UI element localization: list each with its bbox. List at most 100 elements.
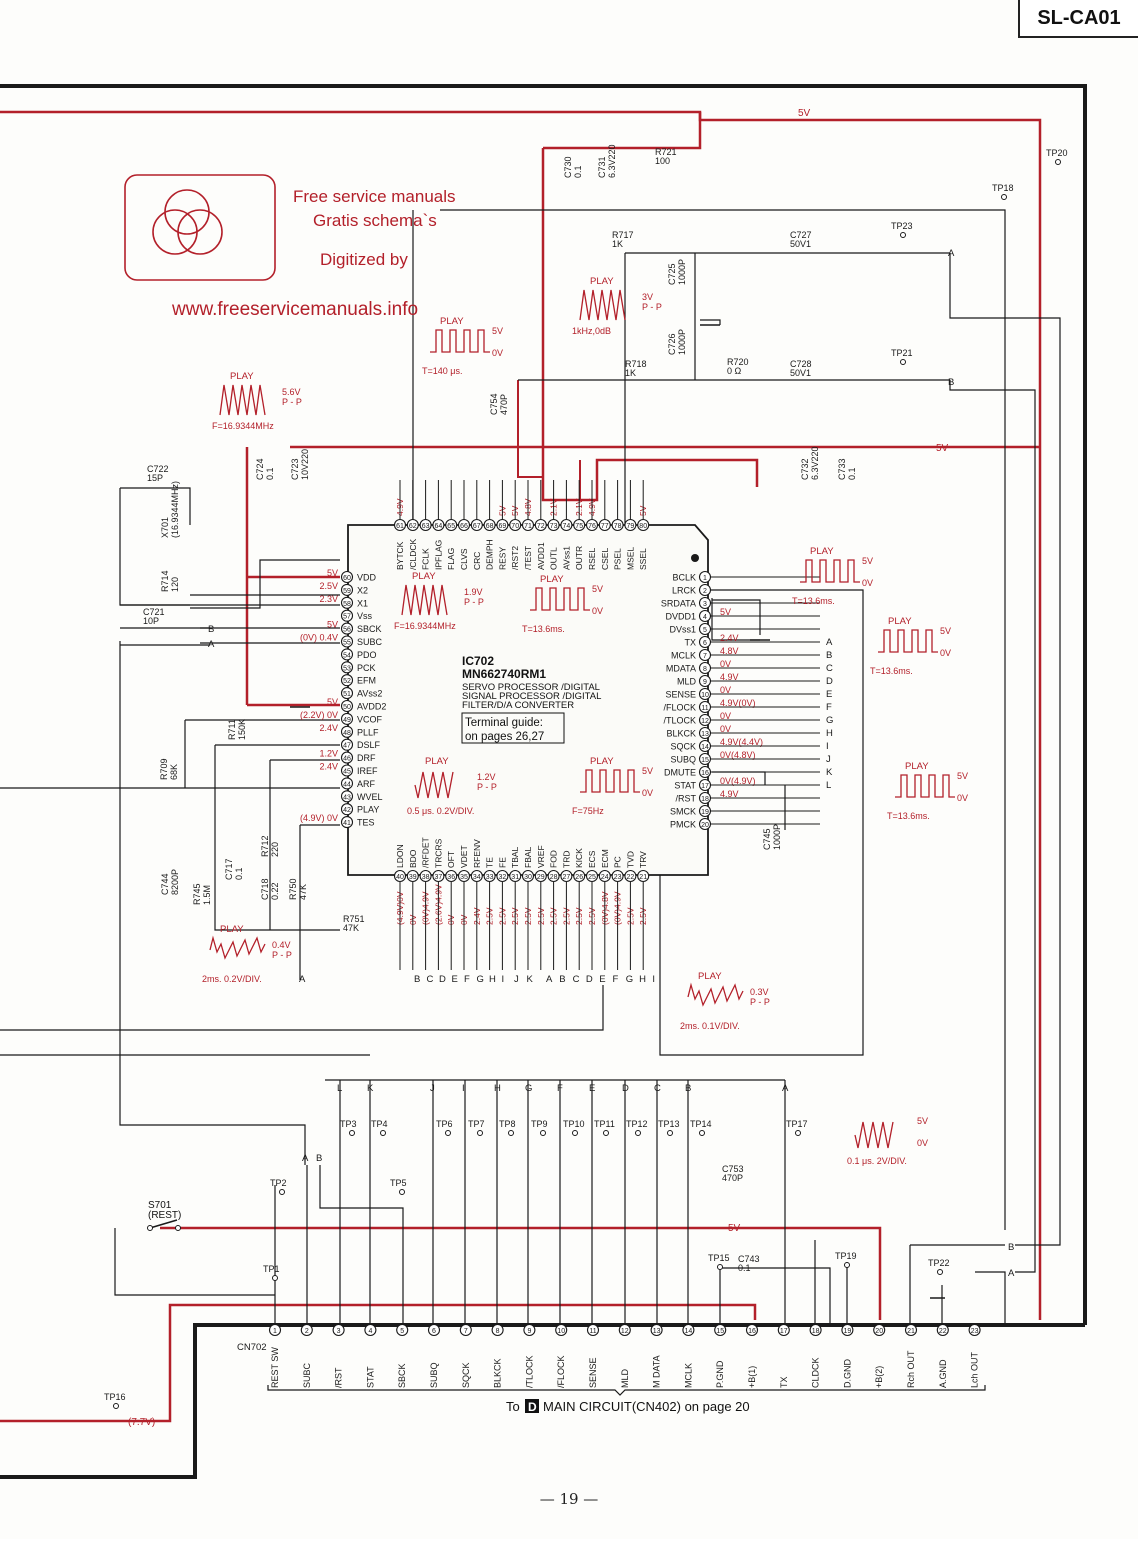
bottom-pin-33-num: 33: [486, 874, 494, 881]
testpoint-label: TP15: [708, 1253, 730, 1263]
connector-pin-name: Lch OUT: [970, 1351, 980, 1388]
waveform-hi: 5V: [642, 766, 653, 776]
testpoint-label: TP6: [436, 1119, 453, 1129]
connector-pin-7: [459, 1323, 472, 1337]
left-pin-59: [340, 583, 354, 596]
waveform-timebase: 0.1 μs. 2V/DIV.: [847, 1156, 907, 1166]
rail-77v: [0, 1303, 757, 1423]
component-value: 1K: [612, 239, 623, 249]
left-pin-voltage: 5V: [327, 568, 338, 578]
left-pin-voltage: 1.2V: [319, 749, 338, 759]
left-pin-name: WVEL: [357, 792, 383, 802]
component-ref: C753: [722, 1164, 744, 1174]
connector-pin-name: SENSE: [588, 1357, 598, 1388]
connector-pin-18: [809, 1323, 822, 1337]
left-pin-52-num: 52: [343, 678, 351, 685]
right-pin-name: LRCK: [672, 586, 696, 596]
left-pin-53-num: 53: [343, 665, 351, 672]
waveform-lo: 0V: [862, 578, 873, 588]
left-pin-57: [340, 609, 354, 622]
waveform-mode: PLAY: [540, 574, 564, 585]
top-pin-name: /CLDCK: [408, 538, 418, 570]
connector-pin-name: SUBQ: [429, 1362, 439, 1388]
waveform-mode: PLAY: [230, 371, 254, 382]
bottom-pin-38-num: 38: [422, 874, 430, 881]
waveform-mode: PLAY: [698, 971, 722, 982]
connector-pin-name: /FLOCK: [556, 1355, 566, 1388]
testpoint-tp20: TP20: [1046, 148, 1068, 165]
watermark-line1: Free service manuals: [293, 187, 456, 206]
component-value: 100: [655, 156, 670, 166]
component-x701: X701(16.9344MHz): [160, 481, 180, 538]
terminal-guide-line1: Terminal guide:: [465, 717, 543, 729]
right-pin-name: SQCK: [670, 742, 696, 752]
waveform-timebase: T=13.6ms.: [522, 624, 565, 634]
waveform-unit: P - P: [477, 782, 497, 792]
bus-upper-letter: L: [337, 1083, 342, 1094]
top-pin-70-num: 70: [511, 523, 519, 530]
component-ref: C744: [160, 873, 170, 895]
top-pin-name: RESY: [497, 547, 507, 570]
top-pin-63-num: 63: [422, 523, 430, 530]
bottom-pin-27: [560, 869, 573, 883]
component-ref: C743: [738, 1254, 760, 1264]
right-pin-name: TX: [684, 638, 696, 648]
waveform-hi: 5V: [862, 556, 873, 566]
left-pin-44: [340, 777, 354, 790]
connector-pin-23: [968, 1323, 981, 1337]
testpoint-dot: [937, 1269, 943, 1275]
bottom-pin-21-num: 21: [639, 874, 647, 881]
testpoint-tp19: TP19: [835, 1251, 857, 1268]
bottom-pin-30: [521, 869, 535, 883]
bottom-pin-31: [509, 869, 522, 883]
bus-mid-letter: C: [573, 974, 580, 985]
ic-desc1: SERVO PROCESSOR /DIGITAL: [462, 682, 600, 693]
bottom-pin-name: RFENV: [472, 839, 482, 868]
ic-top-pins: 61BYTCK4.9V62/CLDCK63FCLK64IPFLAG65FLAG6…: [393, 480, 650, 570]
rail-ic-top2: [517, 380, 581, 500]
right-pin-19: [698, 804, 712, 818]
bottom-pin-26: [573, 869, 586, 883]
bottom-pin-name: ECS: [587, 850, 597, 868]
right-pin-13: [698, 726, 712, 740]
bus-upper-letter: A: [782, 1083, 789, 1094]
testpoint-dot: [603, 1130, 609, 1136]
waveform-timebase: F=16.9344MHz: [212, 421, 274, 431]
bus-left-letter: F: [464, 974, 470, 985]
connector-pin-4: [364, 1323, 377, 1337]
rail-ic-vdd: [245, 447, 340, 707]
testpoint-dot: [477, 1130, 483, 1136]
connector-pin-15-num: 15: [716, 1328, 724, 1335]
bus-upper-letter: J: [430, 1083, 435, 1094]
testpoint-dot: [349, 1130, 355, 1136]
right-pin-2: [698, 583, 712, 597]
left-pin-name: PCK: [357, 663, 376, 673]
testpoint-dot: [667, 1130, 673, 1136]
right-pin-name: DMUTE: [664, 768, 696, 778]
component-value: 0.1: [573, 165, 583, 178]
waveform-timebase: 0.5 μs. 0.2V/DIV.: [407, 806, 474, 816]
testpoint-dot: [844, 1262, 850, 1268]
connector-pin-name: MCLK: [683, 1363, 693, 1388]
top-pin-80: [637, 518, 650, 532]
top-pin-77: [598, 518, 611, 532]
top-pin-name: CSEL: [600, 548, 610, 570]
testpoint-dot: [572, 1130, 578, 1136]
bottom-pin-name: VREF: [536, 845, 546, 868]
component-value: 0.22: [270, 882, 280, 900]
bus-mid-letter: B: [559, 974, 565, 985]
left-pin-name: X2: [357, 585, 368, 595]
testpoint-label: TP4: [371, 1119, 388, 1129]
component-value: 220: [270, 842, 280, 857]
bottom-pin-32-num: 32: [499, 874, 507, 881]
component-ref: C730: [563, 156, 573, 178]
component-value: 47K: [298, 884, 308, 900]
waveform-mode: PLAY: [440, 316, 464, 327]
